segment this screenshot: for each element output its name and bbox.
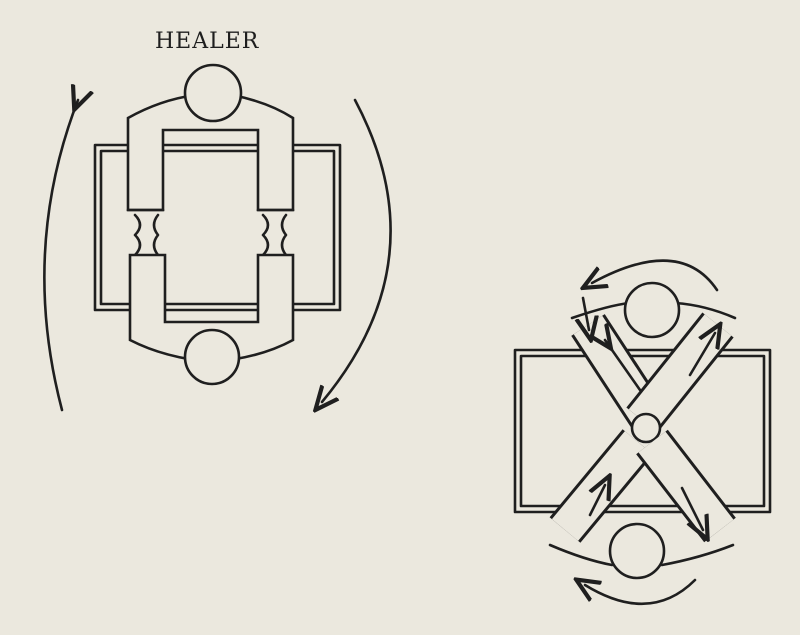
arm-arrow [605,340,642,392]
hands [630,412,662,444]
arm-arrow [583,296,589,330]
arm-arrow [688,333,715,377]
patient-head [183,328,241,386]
rotation-arrow-top [592,259,719,292]
healer-label: HEALER [155,29,260,54]
arm-arrow [680,486,703,530]
patient-figure [548,429,736,580]
patient-head [608,522,666,580]
healer-figure [126,63,295,257]
rotation-arrow-bottom [585,580,697,606]
arm-arrow [590,485,605,517]
healer-head [623,281,681,339]
table [93,143,342,312]
healer-head [183,63,243,123]
crossed-arrangement [513,259,772,606]
table [513,348,772,514]
side-by-side-arrangement [43,63,392,412]
patient-figure [128,253,295,386]
healer-figure [570,281,737,444]
arc-arrow-right [322,98,392,402]
arc-arrow-left [43,100,78,412]
